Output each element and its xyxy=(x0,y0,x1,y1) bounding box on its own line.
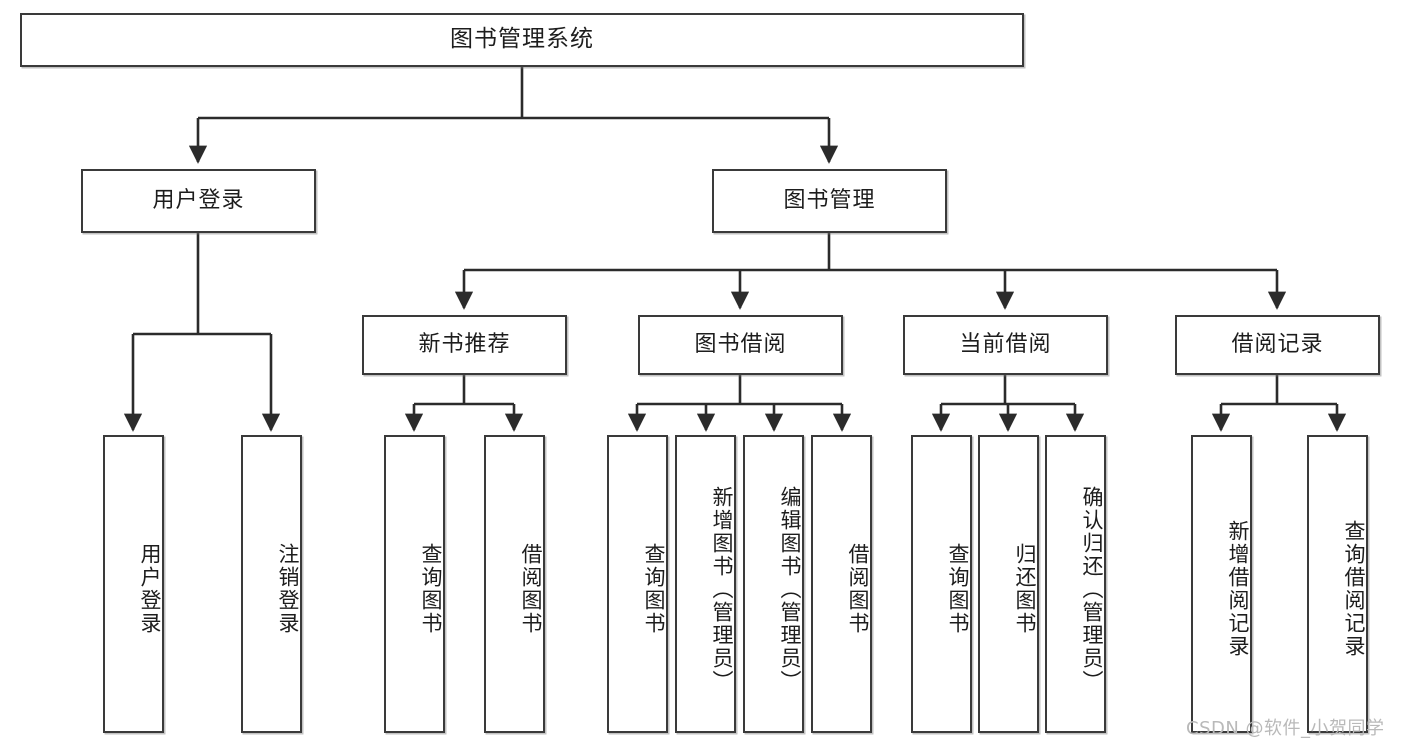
leaf-logout[interactable]: 注销登录 xyxy=(241,435,302,733)
leaf-confirm-return-admin[interactable]: 确认归还（管理员） xyxy=(1045,435,1106,733)
csdn-watermark: CSDN @软件_小贺同学 xyxy=(1186,718,1385,739)
leaf-query-book-borrowing[interactable]: 查询图书 xyxy=(607,435,668,733)
node-user-login[interactable]: 用户登录 xyxy=(81,169,316,233)
node-borrowing-records[interactable]: 借阅记录 xyxy=(1175,315,1380,375)
node-book-borrowing[interactable]: 图书借阅 xyxy=(638,315,843,375)
leaf-borrow-book-borrowing[interactable]: 借阅图书 xyxy=(811,435,872,733)
leaf-borrow-book-recommendation[interactable]: 借阅图书 xyxy=(484,435,545,733)
leaf-add-borrowing-record[interactable]: 新增借阅记录 xyxy=(1191,435,1252,733)
node-book-management[interactable]: 图书管理 xyxy=(712,169,947,233)
node-current-borrowing[interactable]: 当前借阅 xyxy=(903,315,1108,375)
node-new-book-recommendation[interactable]: 新书推荐 xyxy=(362,315,567,375)
leaf-add-book-admin[interactable]: 新增图书（管理员） xyxy=(675,435,736,733)
leaf-return-book[interactable]: 归还图书 xyxy=(978,435,1039,733)
leaf-query-book-recommendation[interactable]: 查询图书 xyxy=(384,435,445,733)
leaf-query-borrowing-record[interactable]: 查询借阅记录 xyxy=(1307,435,1368,733)
leaf-edit-book-admin[interactable]: 编辑图书（管理员） xyxy=(743,435,804,733)
leaf-user-login[interactable]: 用户登录 xyxy=(103,435,164,733)
leaf-query-book-current[interactable]: 查询图书 xyxy=(911,435,972,733)
node-root-system[interactable]: 图书管理系统 xyxy=(20,13,1024,67)
